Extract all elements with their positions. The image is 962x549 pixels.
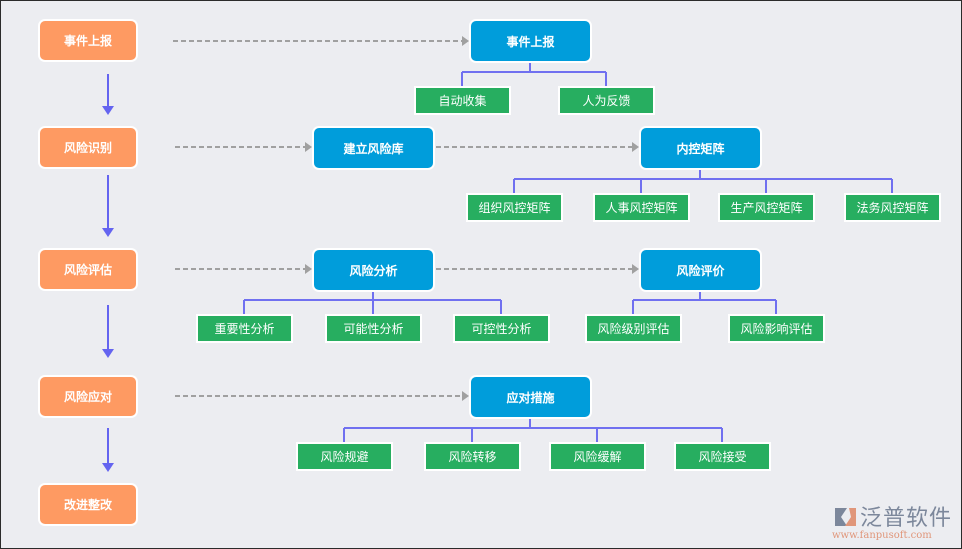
leaf-box: 风险转移 — [424, 442, 521, 471]
dashed-arrow-head — [632, 264, 639, 274]
fanpusoft-logo: 泛普软件 www.fanpusoft.com — [832, 502, 957, 544]
leaf-box: 风险影响评估 — [728, 314, 825, 343]
step-box: 风险评估 — [38, 248, 138, 291]
step-box: 事件上报 — [38, 19, 138, 62]
dashed-arrow-head — [305, 264, 312, 274]
dashed-arrow-head — [462, 391, 469, 401]
leaf-box: 重要性分析 — [196, 314, 293, 343]
leaf-box: 自动收集 — [414, 86, 511, 115]
dashed-arrow-head — [632, 142, 639, 152]
leaf-box: 风险规避 — [296, 442, 393, 471]
leaf-box: 可控性分析 — [453, 314, 550, 343]
down-arrow-head — [102, 106, 114, 115]
down-arrow-head — [102, 228, 114, 237]
step-box: 改进整改 — [38, 483, 138, 526]
node-report: 事件上报 — [469, 19, 592, 63]
leaf-box: 法务风控矩阵 — [844, 193, 941, 222]
leaf-box: 人为反馈 — [558, 86, 655, 115]
down-arrow-head — [102, 349, 114, 358]
logo-icon — [835, 508, 856, 526]
step-box: 风险应对 — [38, 375, 138, 418]
node-control-matrix: 内控矩阵 — [639, 126, 762, 170]
leaf-box: 风险缓解 — [549, 442, 646, 471]
logo-url: www.fanpusoft.com — [832, 530, 932, 541]
leaf-box: 风险接受 — [674, 442, 771, 471]
node-risk-evaluation: 风险评价 — [639, 248, 762, 292]
node-risk-library: 建立风险库 — [312, 126, 435, 170]
leaf-box: 可能性分析 — [325, 314, 422, 343]
logo-name: 泛普软件 — [860, 506, 953, 531]
leaf-box: 人事风控矩阵 — [593, 193, 690, 222]
down-arrow-head — [102, 463, 114, 472]
dashed-arrow-head — [462, 36, 469, 46]
step-box: 风险识别 — [38, 126, 138, 169]
dashed-arrow-head — [305, 142, 312, 152]
node-response: 应对措施 — [469, 375, 592, 419]
leaf-box: 生产风控矩阵 — [718, 193, 815, 222]
leaf-box: 风险级别评估 — [585, 314, 682, 343]
leaf-box: 组织风控矩阵 — [466, 193, 563, 222]
node-risk-analysis: 风险分析 — [312, 248, 435, 292]
